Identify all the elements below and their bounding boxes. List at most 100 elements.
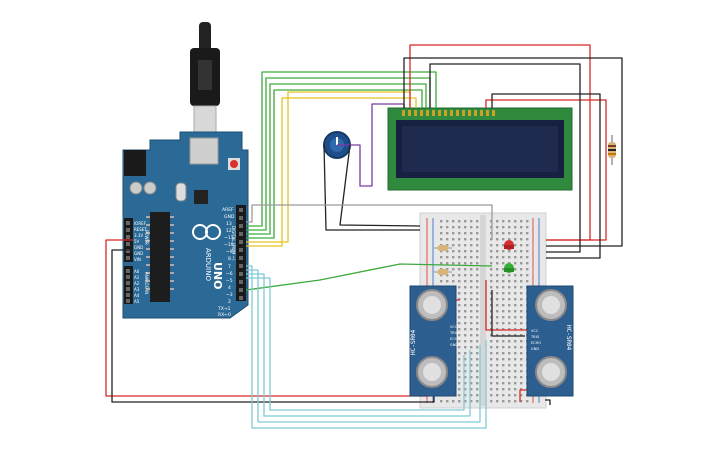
breadboard-hole: [476, 364, 479, 367]
breadboard-hole: [464, 322, 467, 325]
led-green[interactable]: [504, 263, 514, 273]
breadboard-hole: [458, 394, 461, 397]
breadboard-hole: [502, 322, 505, 325]
breadboard-hole: [458, 346, 461, 349]
breadboard-hole: [490, 244, 493, 247]
breadboard-hole: [514, 322, 517, 325]
breadboard-hole: [520, 382, 523, 385]
breadboard-hole: [458, 220, 461, 223]
breadboard-hole: [446, 232, 449, 235]
breadboard-hole: [514, 382, 517, 385]
crystal-icon: [175, 182, 187, 202]
breadboard-hole: [440, 262, 443, 265]
breadboard-hole: [458, 268, 461, 271]
breadboard-hole: [476, 328, 479, 331]
breadboard-hole: [496, 238, 499, 241]
breadboard-hole: [514, 298, 517, 301]
breadboard-hole: [446, 400, 449, 403]
breadboard-hole: [476, 310, 479, 313]
breadboard-hole: [508, 382, 511, 385]
breadboard-hole: [520, 346, 523, 349]
lcd-16x2-display[interactable]: [387, 107, 573, 191]
breadboard-hole: [502, 286, 505, 289]
breadboard-hole: [490, 382, 493, 385]
pin-label: A3: [134, 287, 140, 292]
breadboard-hole: [526, 268, 529, 271]
resistor-red-led[interactable]: [434, 245, 452, 251]
breadboard-hole: [440, 238, 443, 241]
pin-label: A0: [134, 269, 140, 274]
breadboard-hole: [464, 262, 467, 265]
breadboard-hole: [514, 376, 517, 379]
arduino-model-text: UNO: [211, 262, 224, 290]
breadboard-hole: [440, 250, 443, 253]
breadboard-hole: [508, 346, 511, 349]
breadboard-hole: [452, 220, 455, 223]
breadboard-hole: [514, 244, 517, 247]
breadboard-hole: [476, 400, 479, 403]
breadboard-hole: [496, 298, 499, 301]
breadboard-hole: [502, 382, 505, 385]
breadboard-hole: [464, 334, 467, 337]
breadboard-hole: [520, 328, 523, 331]
breadboard-hole: [520, 340, 523, 343]
breadboard-hole: [476, 226, 479, 229]
breadboard-hole: [502, 400, 505, 403]
breadboard-hole: [526, 250, 529, 253]
breadboard-hole: [490, 262, 493, 265]
breadboard-hole: [470, 334, 473, 337]
ultrasonic-sensor-right[interactable]: HC-SR04 VCC TRIG ECHO GND: [526, 285, 574, 397]
resistor-green-led[interactable]: [434, 269, 452, 275]
breadboard-hole: [520, 298, 523, 301]
breadboard-hole: [464, 280, 467, 283]
breadboard-hole: [476, 322, 479, 325]
breadboard-hole: [514, 262, 517, 265]
arduino-uno-board[interactable]: ARDUINO UNO AREF GND 13 12 ~11 ~10 ~9 8 …: [122, 131, 249, 319]
breadboard-hole: [490, 286, 493, 289]
breadboard-hole: [470, 220, 473, 223]
led-red[interactable]: [504, 240, 514, 250]
breadboard-hole: [476, 274, 479, 277]
breadboard-hole: [514, 364, 517, 367]
breadboard-hole: [446, 280, 449, 283]
sensor-pin-label: TRIG: [530, 335, 540, 339]
pin-label: 7: [228, 264, 231, 270]
pin-label: GND: [134, 245, 143, 250]
breadboard-hole: [496, 328, 499, 331]
breadboard-hole: [464, 292, 467, 295]
breadboard-hole: [464, 244, 467, 247]
breadboard-hole: [490, 280, 493, 283]
breadboard-hole: [470, 250, 473, 253]
resistor-right[interactable]: [608, 135, 616, 165]
pin-label: GND: [224, 214, 235, 220]
breadboard-hole: [508, 388, 511, 391]
breadboard-hole: [526, 274, 529, 277]
breadboard-hole: [490, 370, 493, 373]
pin-label: A2: [134, 281, 140, 286]
breadboard-hole: [520, 364, 523, 367]
breadboard-hole: [476, 316, 479, 319]
ultrasonic-sensor-left[interactable]: HC-SR04 VCC TRIG ECHO GND: [409, 285, 460, 397]
breadboard-hole: [458, 244, 461, 247]
breadboard-hole: [514, 238, 517, 241]
breadboard-hole: [502, 328, 505, 331]
breadboard-hole: [496, 274, 499, 277]
breadboard-hole: [476, 388, 479, 391]
breadboard-hole: [514, 328, 517, 331]
capacitor-icon: [143, 181, 157, 195]
breadboard-hole: [514, 394, 517, 397]
breadboard-hole: [490, 316, 493, 319]
breadboard-hole: [520, 310, 523, 313]
sensor-pin-label: ECHO: [531, 341, 541, 345]
breadboard-hole: [514, 334, 517, 337]
breadboard-hole: [502, 334, 505, 337]
breadboard-hole: [470, 286, 473, 289]
sensor-right-label: HC-SR04: [565, 325, 572, 351]
breadboard-hole: [470, 232, 473, 235]
breadboard-hole: [440, 226, 443, 229]
breadboard-hole: [508, 304, 511, 307]
breadboard-hole: [458, 298, 461, 301]
breadboard-hole: [514, 310, 517, 313]
pin-label: 12: [226, 228, 232, 234]
